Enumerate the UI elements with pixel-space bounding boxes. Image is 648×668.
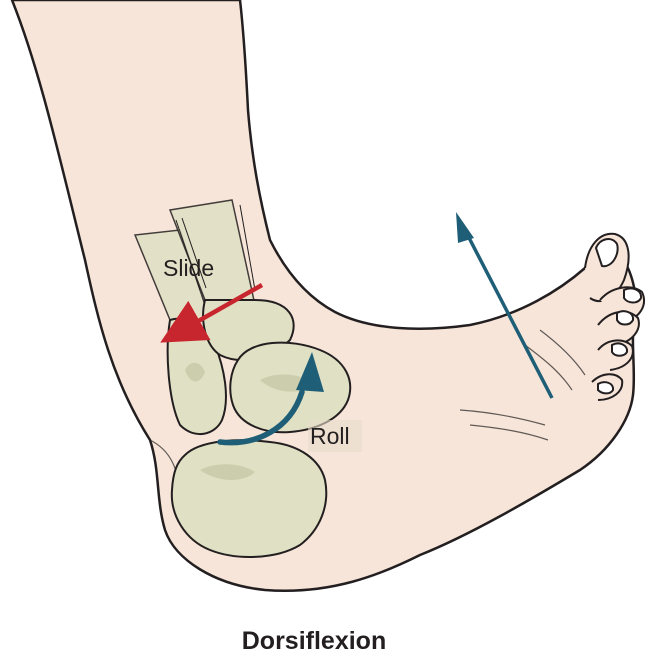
slide-label: Slide <box>163 255 214 282</box>
figure-caption: Dorsiflexion <box>0 627 648 656</box>
fourth-toe-nail <box>612 343 627 355</box>
second-toe-nail <box>624 288 641 302</box>
roll-label: Roll <box>310 423 350 450</box>
motion-arrowhead <box>456 212 474 243</box>
third-toe-nail <box>617 311 633 324</box>
calcaneus-bone <box>172 440 326 557</box>
fifth-toe-nail <box>598 382 613 393</box>
